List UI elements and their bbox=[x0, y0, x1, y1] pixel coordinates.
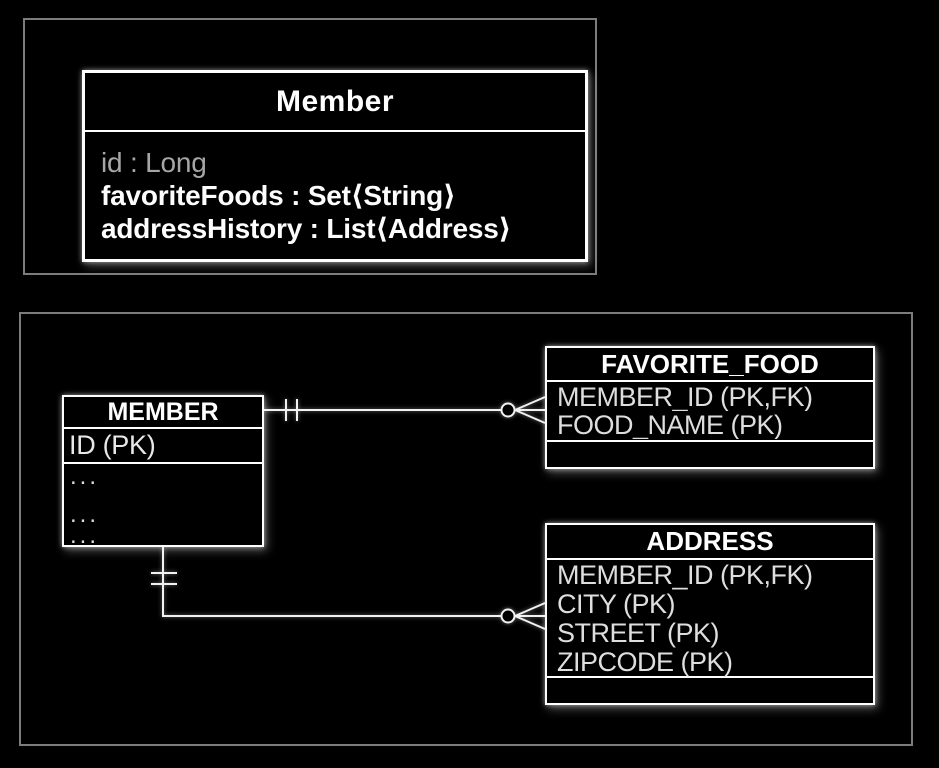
er-table-favorite-food-empty-row bbox=[547, 440, 873, 470]
er-table-address-rows: MEMBER_ID (PK,FK) CITY (PK) STREET (PK) … bbox=[547, 560, 873, 677]
er-row-addr-city: CITY (PK) bbox=[557, 590, 676, 619]
er-row-addr-street: STREET (PK) bbox=[557, 619, 720, 648]
er-table-member: MEMBER ID (PK) ... ... ... bbox=[62, 395, 264, 549]
uml-class-member: Member id : Long favoriteFoods : Set⟨Str… bbox=[82, 70, 588, 262]
er-table-favorite-food: FAVORITE_FOOD MEMBER_ID (PK,FK) FOOD_NAM… bbox=[545, 346, 875, 469]
ellipsis-row: ... bbox=[70, 522, 100, 549]
uml-class-body: id : Long favoriteFoods : Set⟨String⟩ ad… bbox=[85, 132, 585, 245]
er-table-favorite-food-title: FAVORITE_FOOD bbox=[547, 348, 873, 382]
uml-class-title: Member bbox=[85, 73, 585, 132]
ellipsis-row: ... bbox=[70, 463, 100, 490]
er-row-member-id-pk: ID (PK) bbox=[64, 429, 262, 464]
er-table-address-title: ADDRESS bbox=[547, 525, 873, 560]
uml-attribute-favorite-foods: favoriteFoods : Set⟨String⟩ bbox=[101, 180, 456, 211]
er-row-ff-member-id: MEMBER_ID (PK,FK) bbox=[557, 383, 813, 411]
er-table-favorite-food-rows: MEMBER_ID (PK,FK) FOOD_NAME (PK) bbox=[547, 382, 873, 440]
uml-panel-frame: Member id : Long favoriteFoods : Set⟨Str… bbox=[23, 18, 597, 275]
er-table-address: ADDRESS MEMBER_ID (PK,FK) CITY (PK) STRE… bbox=[545, 523, 875, 705]
er-row-addr-zipcode: ZIPCODE (PK) bbox=[557, 648, 733, 677]
er-table-member-ellipsis: ... ... ... bbox=[64, 463, 262, 549]
er-table-member-title: MEMBER bbox=[64, 397, 262, 429]
ellipsis-row: ... bbox=[70, 501, 100, 528]
uml-attribute-id: id : Long bbox=[101, 147, 207, 178]
er-row-addr-member-id: MEMBER_ID (PK,FK) bbox=[557, 561, 813, 590]
er-row-ff-food-name: FOOD_NAME (PK) bbox=[557, 411, 783, 439]
uml-attribute-address-history: addressHistory : List⟨Address⟩ bbox=[101, 213, 512, 244]
er-table-address-empty-row bbox=[547, 676, 873, 706]
